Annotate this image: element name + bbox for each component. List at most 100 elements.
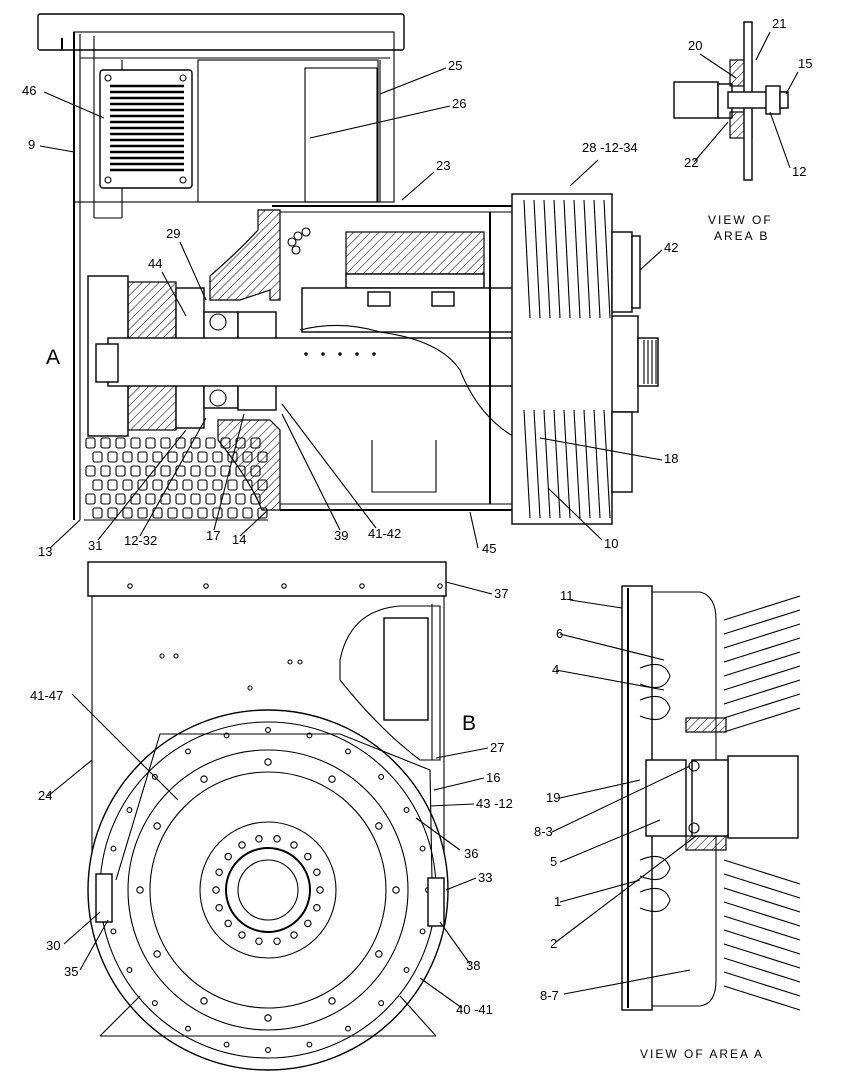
fan-blade — [553, 409, 561, 519]
guard-slot — [145, 465, 156, 477]
winding-end — [291, 245, 301, 255]
flange-bolt — [375, 950, 383, 958]
guard-slot — [137, 479, 148, 491]
marker-b: B — [462, 712, 476, 735]
flange-bolt — [392, 886, 400, 894]
guard-slot — [100, 437, 111, 449]
flange-bolt — [212, 886, 220, 894]
fan-rib — [723, 901, 801, 927]
leader-line — [693, 121, 729, 163]
fan-rib — [723, 637, 801, 663]
callout-27: 4 — [552, 662, 559, 677]
guard-slot — [205, 465, 216, 477]
winding-end — [301, 227, 311, 237]
guard-slot — [190, 493, 201, 505]
detail-area-a — [621, 585, 801, 1011]
cover-bolt — [281, 583, 287, 589]
winding-end — [293, 231, 303, 241]
leader-line — [47, 759, 93, 797]
guard-slot — [235, 465, 246, 477]
fan-blade — [583, 199, 591, 319]
guard-slot — [220, 437, 231, 449]
guard-slot — [167, 479, 178, 491]
callout-12: 12-32 — [124, 533, 157, 548]
guard-slot — [160, 437, 171, 449]
leader-line — [445, 877, 477, 891]
area-b-caption-line-2: AREA B — [714, 229, 769, 243]
housing-hole — [297, 659, 303, 665]
flange-bolt — [290, 931, 298, 939]
callout-6: 29 — [166, 226, 180, 241]
flange-bolt — [185, 1025, 191, 1032]
shaft-hole — [304, 352, 308, 356]
fan-blade — [543, 199, 551, 319]
flange-bolt — [255, 835, 263, 843]
callout-44: 8-7 — [540, 988, 559, 1003]
callout-31: 43 -12 — [476, 796, 513, 811]
flange-bolt — [136, 886, 144, 894]
callout-11: 31 — [88, 538, 102, 553]
callout-15: 39 — [334, 528, 348, 543]
fan-rib — [723, 957, 801, 983]
flange-bolt — [224, 919, 232, 928]
callout-43: 40 -41 — [456, 1002, 493, 1017]
flange-bolt — [185, 748, 191, 755]
fan-rib — [723, 665, 801, 691]
fan-rib — [723, 707, 801, 733]
guard-slot — [220, 493, 231, 505]
fan-rib — [723, 915, 801, 941]
leader-line — [379, 67, 447, 95]
fan-blade — [523, 199, 531, 319]
callout-32: 24 — [38, 788, 52, 803]
leader-line — [699, 53, 737, 79]
guard-slot — [242, 479, 253, 491]
shaft-hole — [321, 352, 325, 356]
leader-line — [769, 111, 791, 169]
guard-slot — [92, 507, 103, 519]
callout-22: 22 — [684, 155, 698, 170]
callout-25: 11 — [560, 588, 574, 603]
fan-blade — [573, 199, 581, 319]
leader-line — [559, 779, 641, 799]
fan-rib — [723, 859, 801, 885]
flange-bolt — [264, 758, 272, 766]
guard-slot — [197, 507, 208, 519]
leader-line — [639, 249, 663, 271]
guard-slot — [122, 507, 133, 519]
flange-bolt — [265, 727, 271, 733]
guard-slot — [197, 479, 208, 491]
guard-slot — [85, 465, 96, 477]
guard-slot — [137, 507, 148, 519]
flange-bolt — [375, 822, 383, 830]
guard-slot — [130, 437, 141, 449]
air-baffle — [639, 695, 671, 721]
flange-bolt — [215, 868, 223, 876]
guard-slot — [122, 451, 133, 463]
leader-line — [445, 581, 493, 595]
guard-slot — [145, 437, 156, 449]
cover-bolt — [127, 583, 133, 589]
flange-bolt — [306, 1041, 313, 1048]
flange-bolt — [110, 928, 117, 935]
guard-slot — [115, 437, 126, 449]
flange-bolt — [153, 822, 161, 830]
shaft-hole — [338, 352, 342, 356]
guard-slot — [197, 451, 208, 463]
leader-line — [433, 777, 485, 791]
leader-line — [97, 429, 187, 541]
leader-line — [239, 509, 269, 537]
guard-slot — [250, 437, 261, 449]
area-a-caption: VIEW OF AREA A — [640, 1047, 764, 1061]
leader-line — [755, 31, 771, 61]
cover-bolt — [359, 583, 365, 589]
leader-line — [281, 413, 341, 531]
leader-line — [555, 835, 697, 943]
callout-41: 38 — [466, 958, 480, 973]
fan-blade — [563, 199, 571, 319]
flange-bolt — [403, 807, 410, 813]
callout-20: 20 — [688, 38, 702, 53]
guard-slot — [107, 507, 118, 519]
leader-line — [559, 819, 661, 863]
housing-hole — [247, 685, 253, 691]
callout-5: 28 -12-34 — [582, 140, 638, 155]
